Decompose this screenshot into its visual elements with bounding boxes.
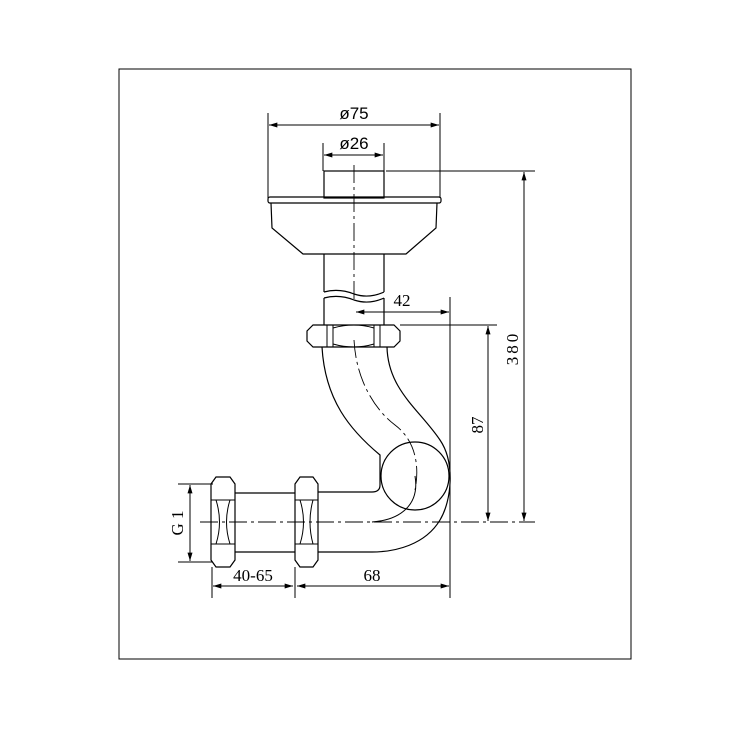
dim-stub-diameter: ø26 [322,134,385,171]
dim-label: ø26 [339,134,368,153]
top-nut [306,324,401,348]
dim-total-height: 380 [386,170,535,521]
union-nuts [210,476,319,568]
dim-horizontal-length: 68 [297,566,449,589]
dim-label: 42 [394,291,411,310]
dim-thread: G 1 [168,483,213,563]
dim-label: 380 [503,331,522,366]
dim-flange-diameter: ø75 [267,104,441,198]
dim-label: ø75 [339,104,368,123]
dim-label: 40-65 [233,566,273,585]
dim-label: 68 [364,566,381,585]
dim-label: 87 [468,416,487,434]
dim-offset: 42 [356,291,451,598]
bent-pipe [318,339,451,553]
dim-bend-height: 87 [400,324,497,521]
dim-label: G 1 [168,510,187,535]
dim-adjustable-length: 40-65 [211,566,296,598]
drawing-frame [118,68,632,660]
flange [267,170,442,255]
